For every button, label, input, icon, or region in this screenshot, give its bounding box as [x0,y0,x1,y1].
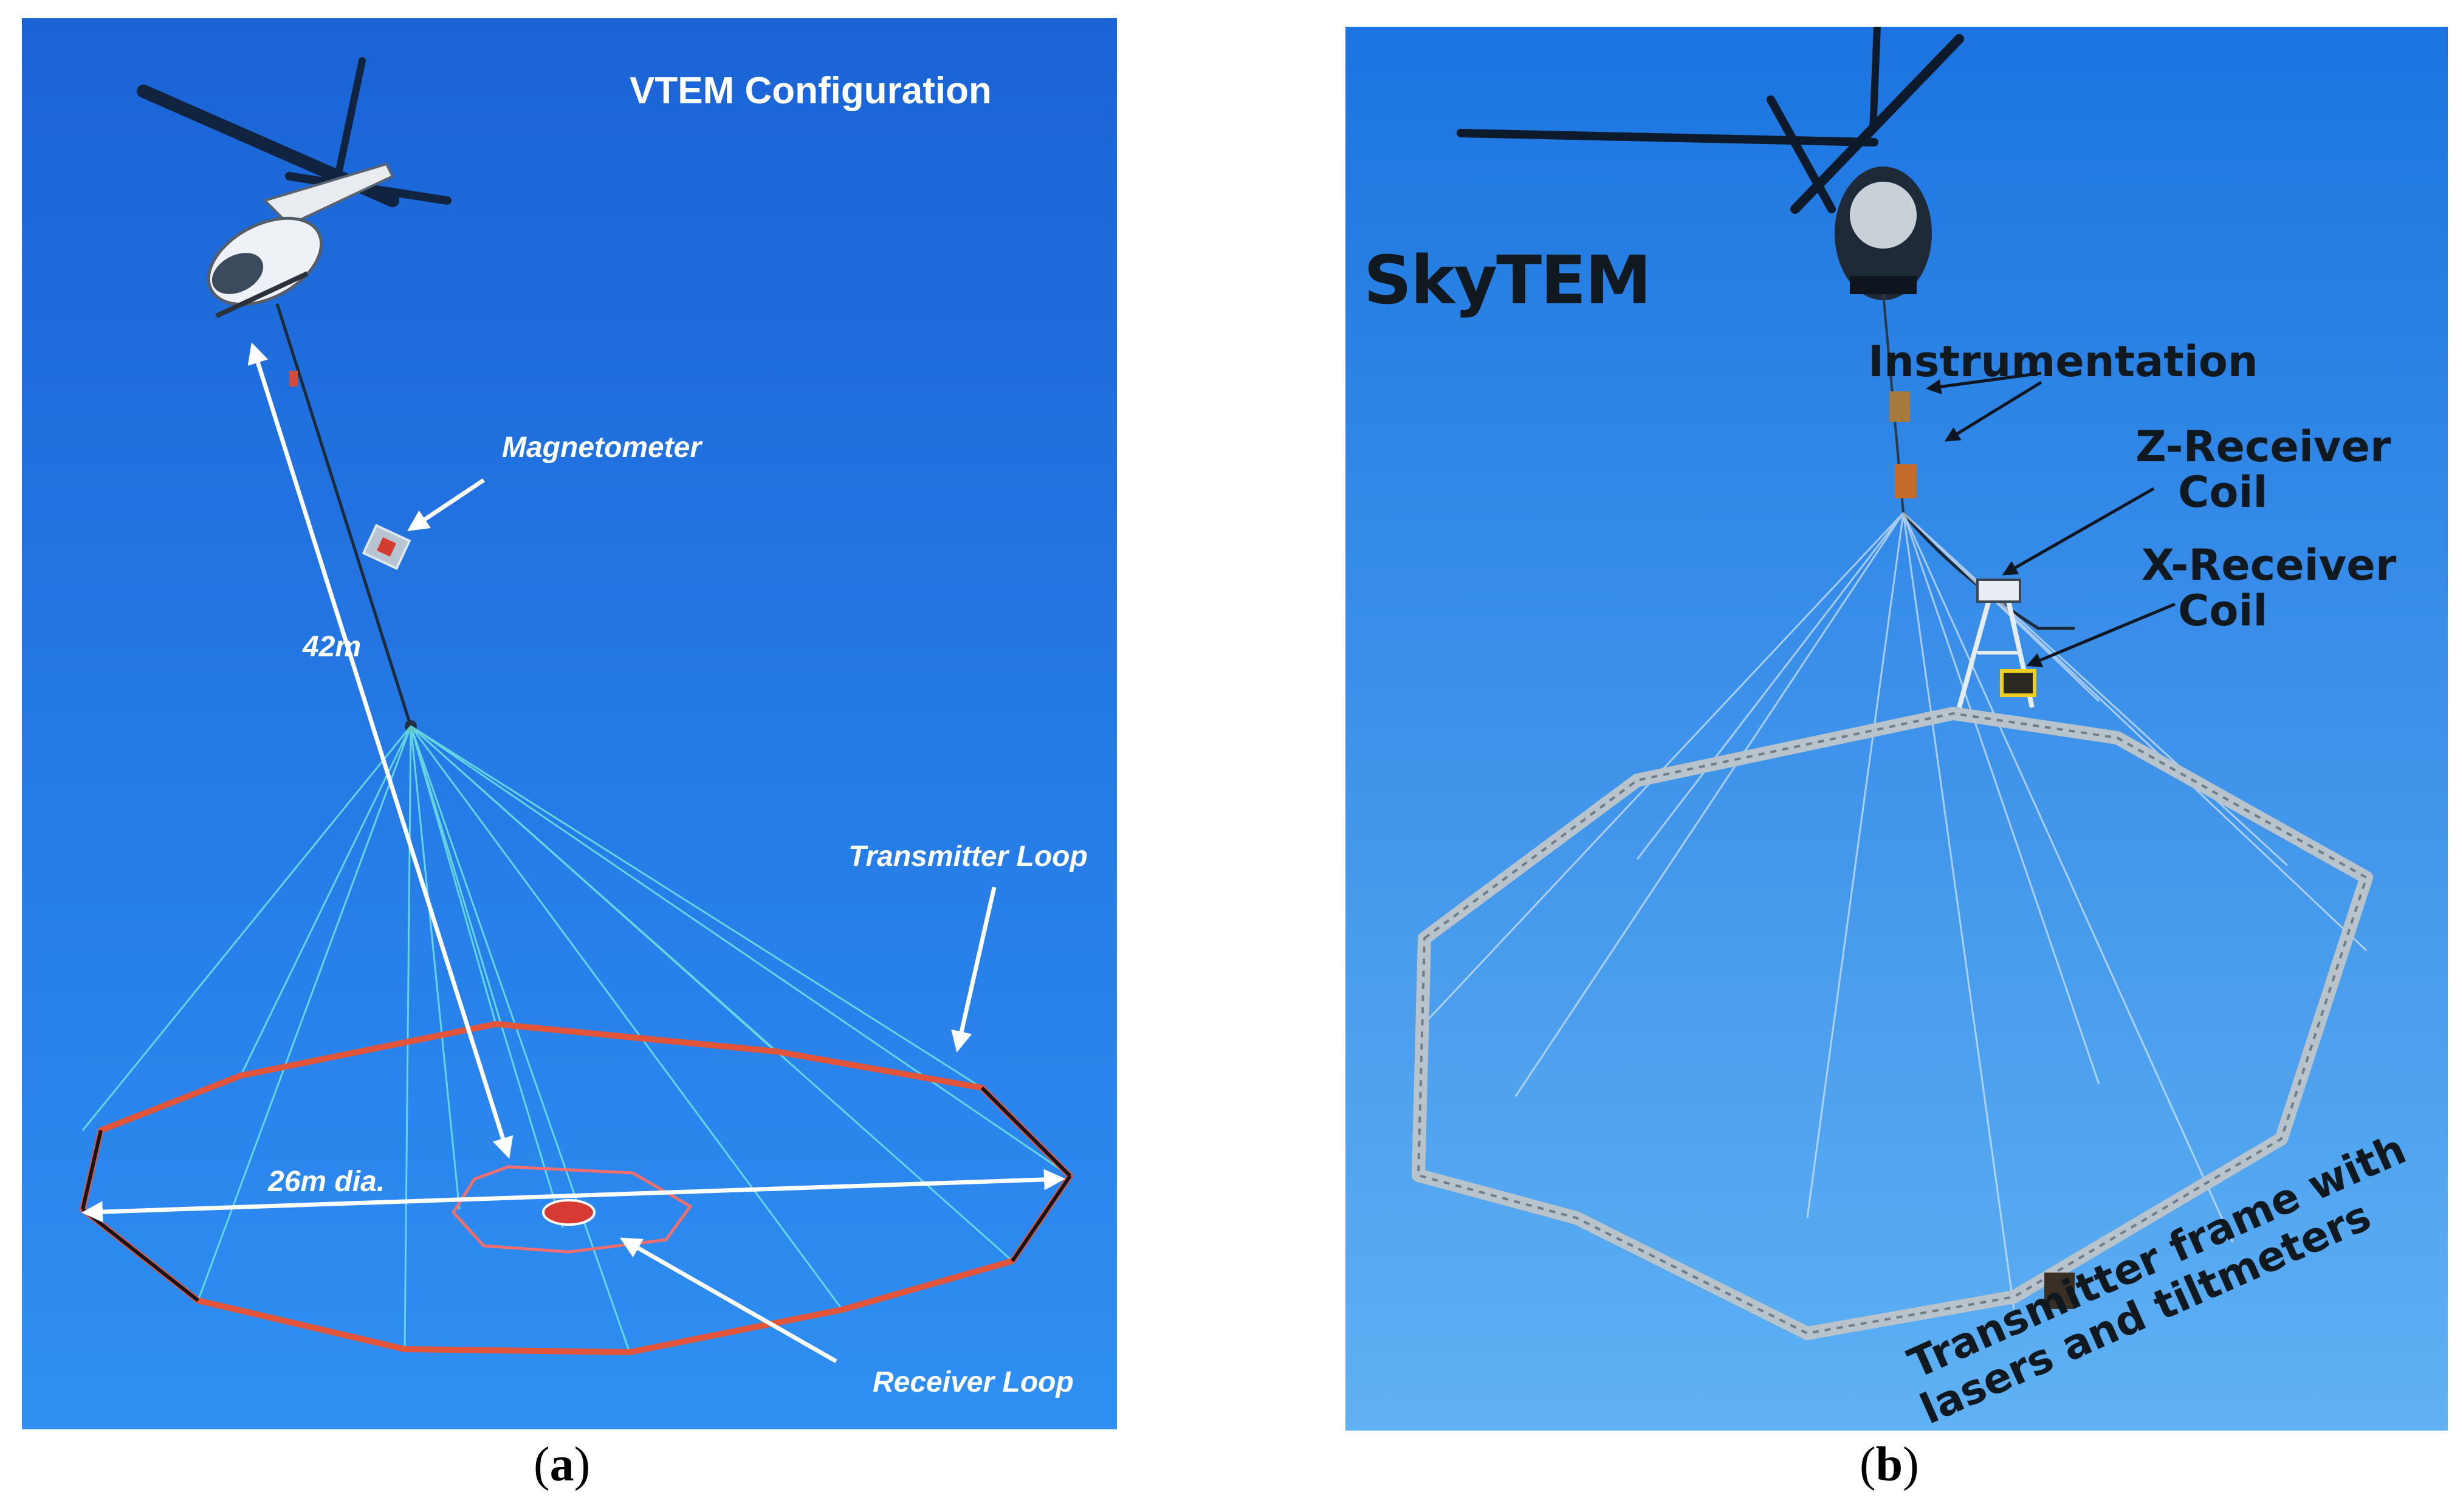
receiver-loop-label: Receiver Loop [873,1366,1074,1398]
vtem-photo-panel: VTEM Configuration Magnetometer 42m 26m … [22,18,1117,1429]
receiver-hub [542,1199,596,1226]
z-receiver-label-line2: Coil [2178,467,2267,517]
annotation-arrows [81,342,1065,1364]
x-receiver-coil-icon [2000,669,2036,697]
caption-a-open: ( [534,1438,550,1491]
x-receiver-label-line1: X-Receiver [2142,540,2397,590]
annotation-arrows [1926,371,2176,667]
z-receiver-label-line1: Z-Receiver [2135,422,2391,472]
vtem-scene: VTEM Configuration Magnetometer 42m 26m … [22,18,1117,1429]
caption-b-open: ( [1860,1438,1876,1491]
helicopter-icon [137,57,452,318]
caption-a: (a) [534,1437,590,1493]
laser-tiltmeter-icon [2044,1273,2075,1309]
tow-line-to-receiver [1902,512,2075,630]
z-receiver-coil-icon [1976,579,2021,603]
caption-a-close: ) [574,1438,591,1491]
skytem-photo-panel: SkyTEM Instrumentation Z-Receiver Coil X… [1345,27,2448,1431]
suspension-cables [1423,512,2368,1310]
x-receiver-label-line2: Coil [2178,586,2267,636]
caption-b-close: ) [1903,1438,1919,1491]
distance-label: 42m [302,631,361,663]
caption-b-letter: b [1875,1438,1903,1491]
cable-marker [289,371,298,387]
caption-b: (b) [1860,1437,1919,1493]
transmitter-loop-label: Transmitter Loop [848,840,1088,873]
caption-a-letter: a [549,1438,574,1491]
instrument-box-lower [1895,464,1917,498]
skytem-scene: SkyTEM Instrumentation Z-Receiver Coil X… [1345,27,2448,1431]
diameter-label: 26m dia. [267,1166,385,1198]
vtem-title: VTEM Configuration [630,70,992,112]
transmitter-frame-inner [1417,712,2368,1335]
instrument-box-upper [1889,391,1910,422]
skytem-brand: SkyTEM [1364,241,1651,319]
magnetometer-label: Magnetometer [502,431,702,464]
instrumentation-label: Instrumentation [1868,337,2258,387]
helicopter-icon [1457,27,1964,300]
